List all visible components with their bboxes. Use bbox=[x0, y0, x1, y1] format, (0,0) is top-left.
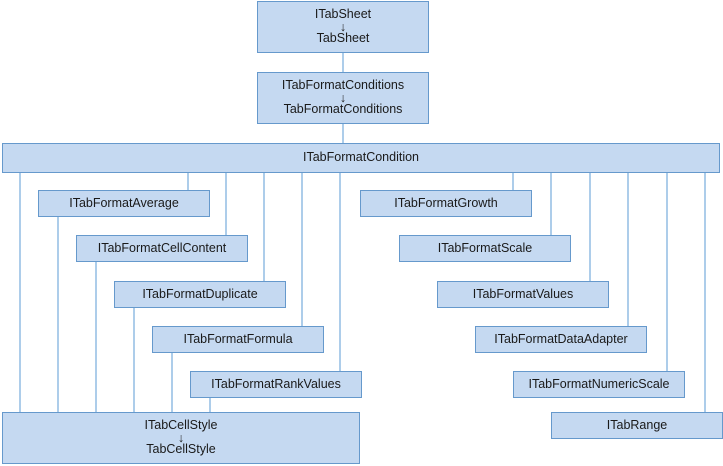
node-interface-label: ITabFormatDuplicate bbox=[142, 286, 258, 301]
node-itabformatconditions[interactable]: ITabFormatConditions ↓ TabFormatConditio… bbox=[257, 72, 429, 124]
down-arrow-icon: ↓ bbox=[177, 430, 185, 445]
node-interface-label: ITabFormatGrowth bbox=[394, 195, 498, 210]
node-itabsheet[interactable]: ITabSheet ↓ TabSheet bbox=[257, 1, 429, 53]
node-interface-label: ITabFormatValues bbox=[472, 286, 574, 301]
node-itabformatnumericscale[interactable]: ITabFormatNumericScale bbox=[513, 371, 685, 398]
down-arrow-icon: ↓ bbox=[339, 19, 347, 34]
node-itabformatcondition[interactable]: ITabFormatCondition bbox=[2, 143, 720, 173]
down-arrow-icon: ↓ bbox=[339, 90, 347, 105]
node-interface-label: ITabFormatConditions bbox=[281, 78, 405, 93]
node-interface-label: ITabFormatCellContent bbox=[97, 240, 227, 255]
node-itabcellstyle[interactable]: ITabCellStyle ↓ TabCellStyle bbox=[2, 412, 360, 464]
node-implementation-label: TabFormatConditions bbox=[283, 102, 403, 117]
node-itabformatscale[interactable]: ITabFormatScale bbox=[399, 235, 571, 262]
node-itabformatvalues[interactable]: ITabFormatValues bbox=[437, 281, 609, 308]
node-interface-label: ITabCellStyle bbox=[144, 418, 218, 433]
node-interface-label: ITabFormatNumericScale bbox=[528, 376, 670, 391]
node-interface-label: ITabFormatAverage bbox=[69, 195, 179, 210]
node-interface-label: ITabSheet bbox=[314, 7, 372, 22]
node-itabformatdataadapter[interactable]: ITabFormatDataAdapter bbox=[475, 326, 647, 353]
node-interface-label: ITabFormatScale bbox=[437, 240, 533, 255]
node-interface-label: ITabFormatFormula bbox=[183, 331, 293, 346]
node-interface-label: ITabFormatRankValues bbox=[211, 376, 341, 391]
node-itabformatformula[interactable]: ITabFormatFormula bbox=[152, 326, 324, 353]
node-implementation-label: TabSheet bbox=[316, 31, 370, 46]
node-itabformatduplicate[interactable]: ITabFormatDuplicate bbox=[114, 281, 286, 308]
node-itabformatgrowth[interactable]: ITabFormatGrowth bbox=[360, 190, 532, 217]
node-itabformataverage[interactable]: ITabFormatAverage bbox=[38, 190, 210, 217]
node-implementation-label: TabCellStyle bbox=[146, 442, 216, 457]
node-itabformatrankvalues[interactable]: ITabFormatRankValues bbox=[190, 371, 362, 398]
node-itabrange[interactable]: ITabRange bbox=[551, 412, 723, 439]
node-interface-label: ITabFormatCondition bbox=[302, 150, 420, 165]
node-interface-label: ITabRange bbox=[606, 417, 668, 432]
node-interface-label: ITabFormatDataAdapter bbox=[494, 331, 628, 346]
node-itabformatcellcontent[interactable]: ITabFormatCellContent bbox=[76, 235, 248, 262]
